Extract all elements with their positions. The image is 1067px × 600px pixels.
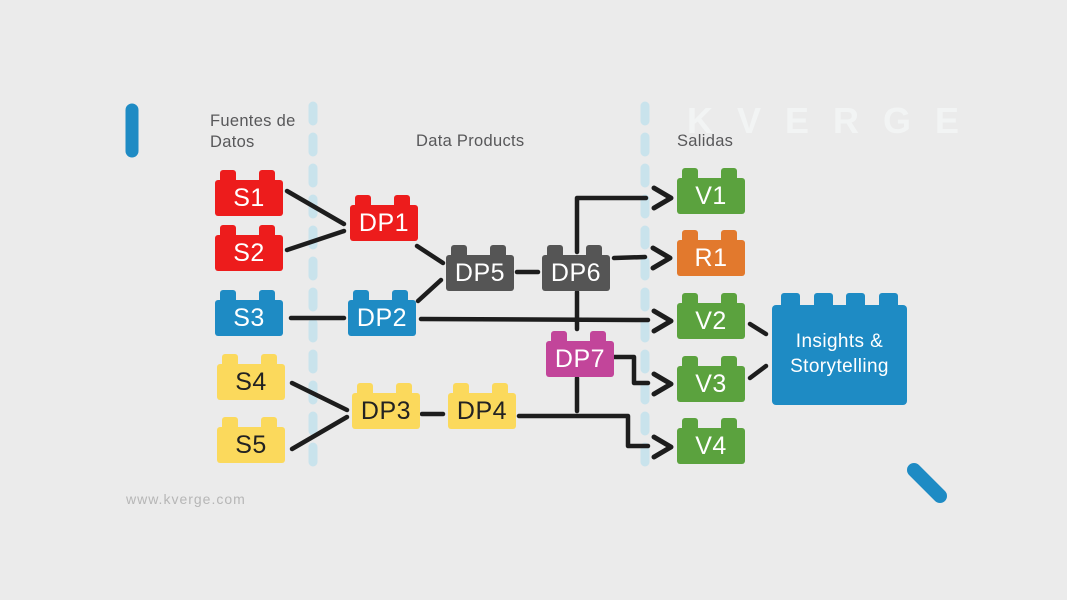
brick-s3: S3	[215, 290, 283, 336]
column-header-data-products: Data Products	[416, 132, 525, 150]
brick-label: DP5	[454, 258, 506, 287]
brick-v4: V4	[677, 418, 745, 464]
brick-s1: S1	[215, 170, 283, 216]
brick-s2: S2	[215, 225, 283, 271]
brick-studs	[677, 356, 745, 366]
brick-dp5: DP5	[446, 245, 514, 291]
brick-label: DP6	[550, 258, 602, 287]
brick-studs	[350, 195, 418, 205]
edge-v3-insights	[747, 363, 769, 381]
brick-dp7: DP7	[546, 331, 614, 377]
brick-s4: S4	[217, 354, 285, 400]
brick-dp3: DP3	[352, 383, 420, 429]
brick-v3: V3	[677, 356, 745, 402]
brick-studs	[677, 168, 745, 178]
column-header-salidas: Salidas	[677, 132, 734, 150]
brick-s5: S5	[217, 417, 285, 463]
kverge-watermark-logo: KVERGE	[687, 100, 984, 141]
brick-label: DP3	[360, 396, 412, 425]
brick-studs	[352, 383, 420, 393]
brick-label: V1	[695, 181, 727, 210]
edge-dp1-dp5	[414, 243, 446, 266]
brick-label: V2	[695, 306, 727, 335]
brick-v1: V1	[677, 168, 745, 214]
accent-bar-bottom-right	[907, 463, 947, 503]
column-header-fuentes-de-datos: Fuentes de Datos	[210, 112, 296, 152]
brick-dp2: DP2	[348, 290, 416, 336]
brick-label: S1	[233, 183, 265, 212]
brick-studs	[677, 293, 745, 303]
brick-label: DP7	[554, 344, 606, 373]
brick-label: DP1	[358, 208, 410, 237]
brick-label: DP2	[356, 303, 408, 332]
edge-dp7-v3	[611, 354, 651, 386]
edge-dp2-dp5	[415, 277, 444, 304]
arrowhead-v2	[651, 308, 674, 334]
arrowhead-v1	[651, 185, 674, 211]
brick-label: V4	[695, 431, 727, 460]
footer-website-url: www.kverge.com	[126, 491, 246, 507]
brick-studs	[446, 245, 514, 255]
brick-studs	[215, 225, 283, 235]
brick-label: Insights & Storytelling	[790, 331, 889, 377]
edge-dp4-v4	[516, 413, 651, 449]
arrowhead-v3	[651, 371, 674, 397]
brick-studs	[546, 331, 614, 341]
brick-v2: V2	[677, 293, 745, 339]
brick-label: R1	[694, 243, 728, 272]
arrowhead-v4	[651, 434, 674, 460]
brick-studs	[348, 290, 416, 300]
brick-studs	[677, 418, 745, 428]
brick-label: S3	[233, 303, 265, 332]
brick-studs	[772, 293, 907, 305]
brick-label: S2	[233, 238, 265, 267]
brick-label: S5	[235, 430, 267, 459]
brick-studs	[217, 417, 285, 427]
brick-label: S4	[235, 367, 267, 396]
edge-dp6-v1	[574, 195, 649, 255]
brick-studs	[448, 383, 516, 393]
brick-studs	[215, 290, 283, 300]
brick-r1: R1	[677, 230, 745, 276]
edge-dp6-r1	[611, 254, 648, 261]
edge-dp2-v2	[418, 316, 651, 323]
brick-insights-storytelling: Insights & Storytelling	[772, 293, 907, 405]
edge-s4-dp3	[289, 380, 350, 413]
brick-studs	[217, 354, 285, 364]
edge-s2-dp1	[284, 228, 347, 253]
brick-dp1: DP1	[350, 195, 418, 241]
brick-studs	[215, 170, 283, 180]
brick-label: DP4	[456, 396, 508, 425]
arrowhead-r1	[650, 245, 673, 271]
brick-studs	[677, 230, 745, 240]
edge-s5-dp3	[289, 414, 350, 452]
brick-dp4: DP4	[448, 383, 516, 429]
brick-dp6: DP6	[542, 245, 610, 291]
edge-v2-insights	[747, 321, 769, 337]
connector-lines	[284, 188, 769, 452]
brick-label: V3	[695, 369, 727, 398]
brick-studs	[542, 245, 610, 255]
edge-s1-dp1	[284, 188, 347, 227]
